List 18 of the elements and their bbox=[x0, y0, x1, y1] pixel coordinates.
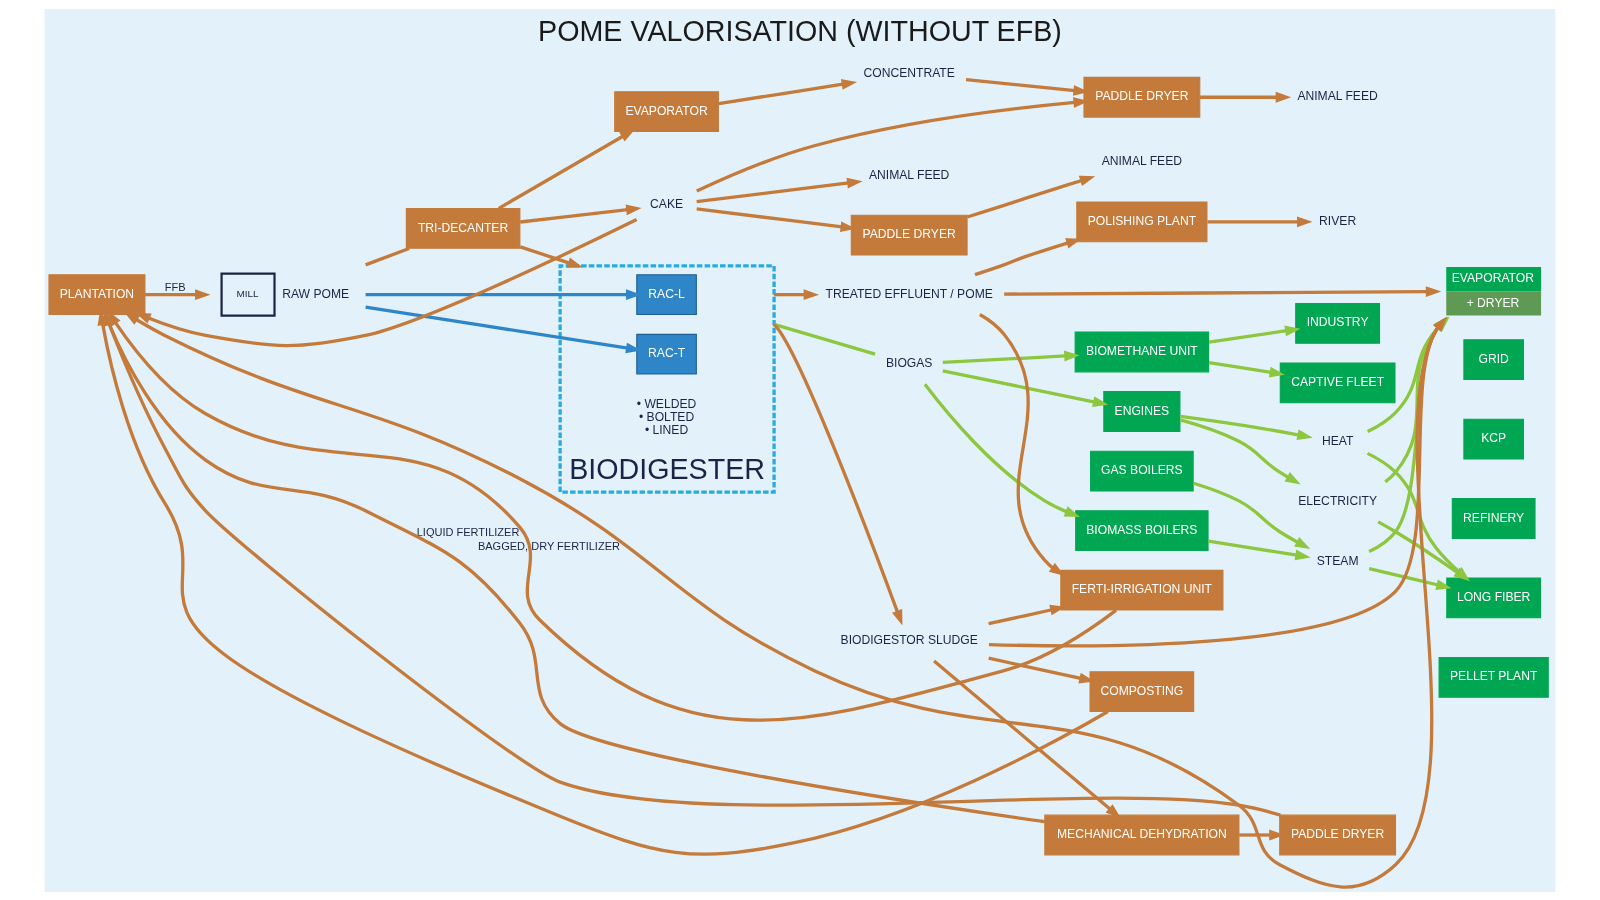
node-text: STEAM bbox=[1316, 553, 1359, 568]
edge-label: BAGGED, DRY FERTILIZER bbox=[477, 539, 620, 552]
edge-label: LIQUID FERTILIZER bbox=[416, 525, 520, 538]
node-text: ANIMAL FEED bbox=[1297, 88, 1378, 103]
diagram-title: POME VALORISATION (WITHOUT EFB) bbox=[538, 14, 1062, 47]
node-text: RIVER bbox=[1319, 213, 1357, 228]
node-text: ELECTRICITY bbox=[1298, 493, 1378, 508]
node-text: • WELDED • BOLTED • LINED bbox=[636, 396, 697, 437]
node-text: ANIMAL FEED bbox=[868, 167, 950, 182]
node-text: TREATED EFFLUENT / POME bbox=[825, 286, 993, 301]
node-text: BIODIGESTOR SLUDGE bbox=[840, 632, 978, 647]
node-label: RAW POME bbox=[282, 286, 350, 301]
node-text: HEAT bbox=[1321, 433, 1354, 448]
node-text: BIOGAS bbox=[885, 355, 933, 370]
node-text: CONCENTRATE bbox=[863, 65, 955, 80]
node-text: ANIMAL FEED bbox=[1101, 153, 1183, 168]
node-text: CAKE bbox=[650, 196, 684, 211]
edge-label: FFB bbox=[164, 280, 186, 293]
